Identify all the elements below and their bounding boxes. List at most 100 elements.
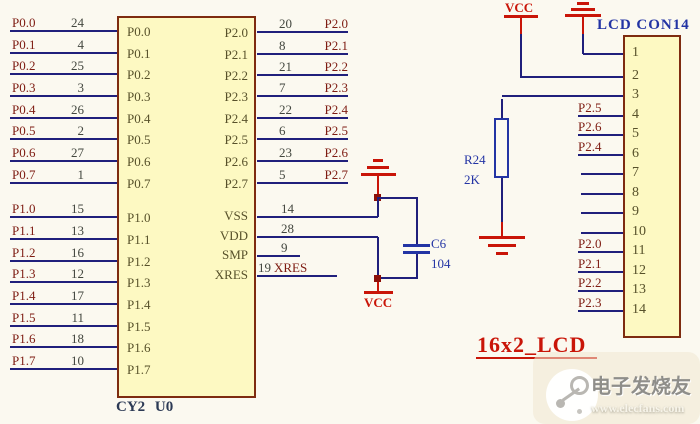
capacitor-ref: C6 bbox=[431, 236, 447, 251]
wire bbox=[257, 53, 348, 55]
pin-number: 13 bbox=[71, 223, 84, 238]
pin-number: 14 bbox=[632, 302, 646, 317]
pin-number: 3 bbox=[77, 80, 85, 95]
wire bbox=[257, 275, 337, 277]
pin-name: SMP bbox=[221, 247, 248, 262]
pin-number: 1 bbox=[632, 45, 639, 60]
wire bbox=[377, 277, 418, 279]
connector-pin-row: 1 bbox=[0, 40, 700, 60]
wire bbox=[10, 138, 117, 140]
pin-name: P1.6 bbox=[127, 340, 151, 355]
net-label: P1.7 bbox=[12, 353, 36, 368]
pin-name: P2.0 bbox=[224, 25, 248, 40]
pin-number: 10 bbox=[71, 353, 84, 368]
pin-number: 23 bbox=[279, 145, 292, 160]
wire bbox=[257, 160, 348, 162]
wire bbox=[10, 182, 117, 184]
pin-number: 21 bbox=[279, 59, 292, 74]
net-label: P2.2 bbox=[324, 59, 348, 74]
wire bbox=[257, 255, 300, 257]
wire bbox=[257, 117, 348, 119]
wire bbox=[10, 303, 117, 305]
pin-number: 15 bbox=[71, 201, 84, 216]
pin-number: 4 bbox=[632, 107, 639, 122]
net-label: P2.2 bbox=[578, 275, 602, 290]
wire bbox=[578, 290, 623, 292]
wire bbox=[377, 237, 379, 277]
pin-name: P1.4 bbox=[127, 297, 151, 312]
pin-number: 2 bbox=[632, 68, 639, 83]
pin-name: P1.7 bbox=[127, 362, 151, 377]
pin-number: 2 bbox=[77, 123, 85, 138]
capacitor-icon bbox=[403, 251, 430, 254]
pin-number: 28 bbox=[281, 221, 294, 236]
pin-name: P2.7 bbox=[224, 176, 248, 191]
pin-name: XRES bbox=[214, 267, 248, 282]
wire bbox=[10, 160, 117, 162]
wire bbox=[502, 95, 623, 97]
pin-number: 11 bbox=[632, 243, 646, 258]
pin-number: 8 bbox=[632, 185, 639, 200]
mcu-designator: CY2 U0 bbox=[116, 399, 174, 415]
wire bbox=[257, 74, 348, 76]
connector-pin-row: 9 bbox=[0, 199, 700, 219]
net-label: P1.3 bbox=[12, 266, 36, 281]
wire bbox=[583, 53, 623, 55]
watermark-brand: 电子发烧友 bbox=[591, 376, 691, 398]
net-label: P2.3 bbox=[324, 80, 348, 95]
net-label: P0.3 bbox=[12, 80, 36, 95]
pin-number: 4 bbox=[77, 37, 85, 52]
pin-name: P2.1 bbox=[224, 47, 248, 62]
pin-number: 12 bbox=[71, 266, 84, 281]
net-label: P2.1 bbox=[578, 256, 602, 271]
wire bbox=[416, 199, 418, 244]
pin-number: 14 bbox=[281, 201, 294, 216]
net-label: P2.5 bbox=[324, 123, 348, 138]
vcc-label: VCC bbox=[505, 0, 534, 15]
pin-number: 7 bbox=[632, 165, 639, 180]
ground-icon bbox=[361, 173, 396, 176]
pin-number: 1 bbox=[77, 167, 85, 182]
net-label: P0.4 bbox=[12, 102, 36, 117]
wire bbox=[581, 193, 623, 195]
watermark-url: www.elecfans.com bbox=[591, 401, 685, 415]
capacitor-value: 104 bbox=[431, 256, 451, 271]
pin-name: P1.0 bbox=[127, 210, 151, 225]
wire bbox=[377, 176, 379, 194]
pin-number: 9 bbox=[281, 240, 288, 255]
net-label: P0.1 bbox=[12, 37, 36, 52]
wire bbox=[582, 34, 584, 54]
pin-name: P1.1 bbox=[127, 232, 151, 247]
net-label: P0.6 bbox=[12, 145, 36, 160]
pin-name: P2.4 bbox=[224, 111, 248, 126]
pin-number: 13 bbox=[632, 282, 646, 297]
wire bbox=[578, 115, 623, 117]
wire bbox=[257, 216, 378, 218]
wire bbox=[578, 154, 623, 156]
wire bbox=[578, 271, 623, 273]
watermark-logo bbox=[546, 369, 598, 421]
pin-number: 16 bbox=[71, 245, 84, 260]
pin-name: P1.5 bbox=[127, 319, 151, 334]
wire bbox=[377, 282, 379, 291]
pin-number: 9 bbox=[632, 204, 639, 219]
wire bbox=[10, 95, 117, 97]
wire bbox=[581, 173, 623, 175]
